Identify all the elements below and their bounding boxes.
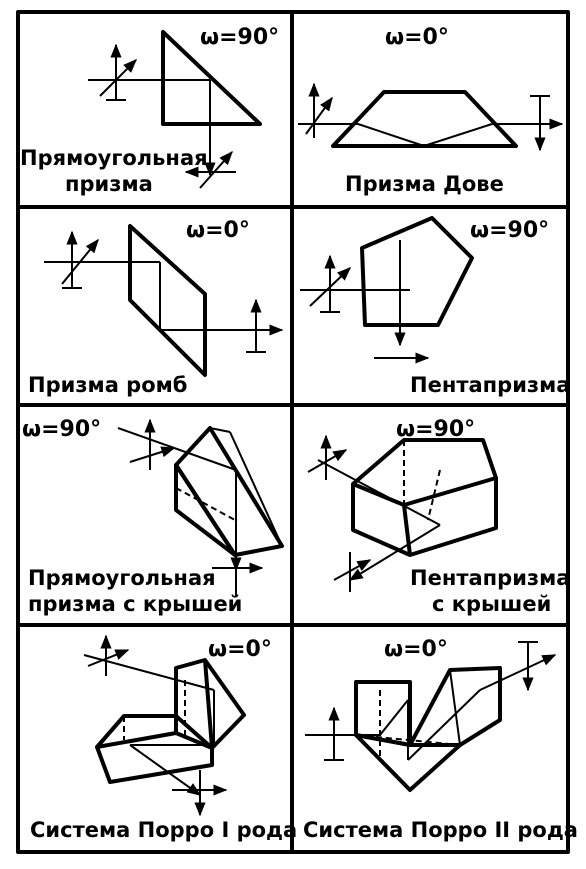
porro2-prism-edge [449,669,461,746]
prism-label-line-1: Пентапризма [410,566,570,590]
prism-rhomb-shape [128,224,207,377]
prism-label-line-1: Призма Дове [345,172,504,196]
prism-label-line-1: Пентапризма [410,373,570,397]
roof-prism-hidden-edge [175,487,236,521]
omega-label: ω=0° [208,637,272,662]
roof-pentaprism-edge [403,476,497,507]
prism-label-line-1: Призма ромб [28,373,187,397]
image-axis-arrow [307,449,348,473]
prism-right-angle-shape [161,30,262,126]
image-axis-arrow [99,59,137,97]
cell-porro-type-2: ω=0° Система Порро II рода [303,637,578,842]
prism-label-line-1: Система Порро I рода [30,818,297,842]
light-ray [117,427,237,471]
prism-label-line-2: призма с крышей [28,592,242,616]
omega-label: ω=0° [385,25,449,50]
prism-label-line-1: Прямоугольная [28,566,216,590]
porro-prism-lower [95,714,214,784]
prism-label-line-1: Прямоугольная [20,146,208,170]
roof-prism-side-face [174,463,237,557]
light-ray [479,654,557,691]
omega-label: ω=90° [396,417,475,442]
light-ray [129,744,202,796]
cell-roof-prism: ω=90° Прямоугольная призма с крышей [22,417,284,616]
prism-dove-shape [331,90,518,148]
light-ray [357,123,425,147]
prism-label-line-1: Система Порро II рода [303,818,578,842]
cell-dove-prism: ω=0° Призма Дове [298,25,564,196]
image-axis-arrow [309,267,352,307]
image-axis-arrow [333,559,372,581]
cell-pentaprism: ω=90° Пентапризма [300,216,570,397]
omega-label: ω=90° [200,25,279,50]
omega-label: ω=0° [186,218,250,243]
image-axis-arrow [199,150,233,189]
porro-prism-upper-edge [203,659,214,749]
light-ray [423,123,493,147]
roof-pentaprism-edge [402,504,412,556]
cell-right-angle-prism: ω=90° Прямоугольная призма [20,25,279,196]
roof-prism-edge [209,427,231,433]
roof-pentaprism-hidden-edge [427,469,441,521]
image-axis-arrow [305,96,333,135]
light-ray [379,699,409,736]
cell-porro-type-1: ω=0° Система Порро I рода [30,634,297,842]
prism-penta-shape [360,216,474,327]
image-axis-arrow [129,446,176,463]
roof-prism-edge [229,431,283,547]
cell-rhomboid-prism: ω=0° Призма ромб [28,218,284,397]
porro-prism-lower-edge [96,731,177,749]
prism-label-line-2: призма [65,172,153,196]
porro-prism-upper [174,658,246,750]
image-axis-arrow [87,649,130,667]
image-axis-arrow [61,238,99,285]
cell-roof-pentaprism: ω=90° Пентапризма с крышей [307,417,570,616]
light-ray [317,459,441,526]
light-ray [407,689,481,761]
omega-label: ω=0° [384,637,448,662]
prism-label-line-2: с крышей [432,592,551,616]
porro2-prism-right [408,666,502,747]
roof-pentaprism-outline [351,438,498,557]
omega-label: ω=90° [22,417,101,442]
omega-label: ω=90° [470,218,549,243]
